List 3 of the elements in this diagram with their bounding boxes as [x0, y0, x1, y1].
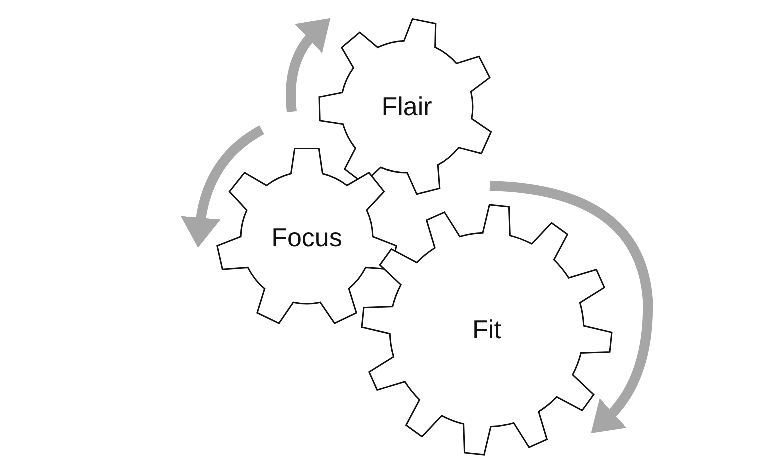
gear-label: Flair [382, 92, 432, 122]
gear-label: Focus [272, 222, 342, 254]
gear-label: Fit [472, 314, 502, 346]
